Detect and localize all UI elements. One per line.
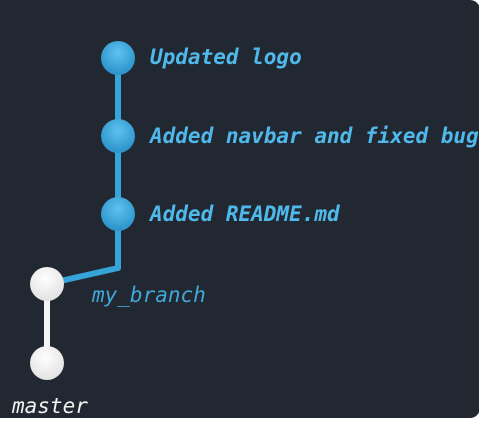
base-commit-node[interactable] bbox=[30, 267, 64, 301]
master-label: master bbox=[12, 394, 88, 418]
commit-message: Updated logo bbox=[150, 45, 302, 69]
git-graph-panel: Updated logo Added navbar and fixed bug … bbox=[0, 0, 480, 418]
commit-message: Added README.md bbox=[150, 202, 340, 226]
master-commit-node[interactable] bbox=[30, 346, 64, 380]
commit-message: Added navbar and fixed bug bbox=[150, 124, 479, 148]
commit-graph bbox=[30, 41, 135, 380]
commit-node[interactable] bbox=[101, 119, 135, 153]
commit-node[interactable] bbox=[101, 197, 135, 231]
right-page-edge bbox=[479, 0, 489, 428]
commit-node[interactable] bbox=[101, 41, 135, 75]
branch-label: my_branch bbox=[92, 283, 206, 307]
